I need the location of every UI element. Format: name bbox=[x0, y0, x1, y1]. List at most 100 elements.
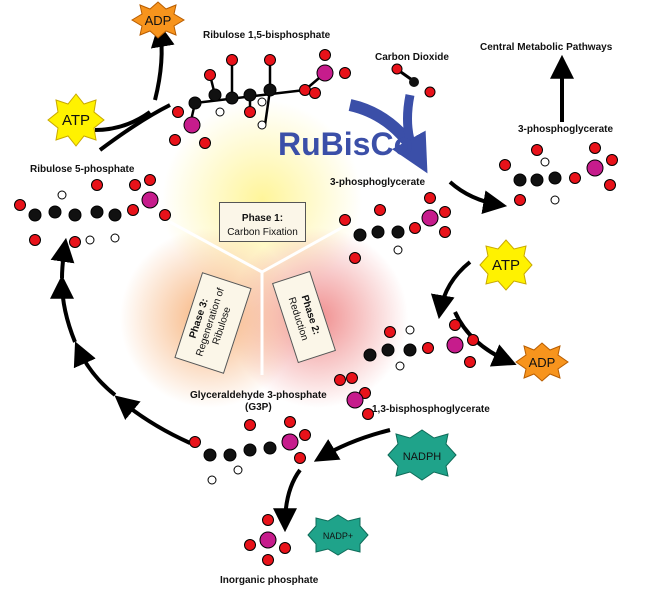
atom-O bbox=[339, 67, 351, 79]
atom-O bbox=[346, 372, 358, 384]
label-pga-right: 3-phosphoglycerate bbox=[518, 124, 613, 135]
arrow-bpg-to-g3p bbox=[313, 428, 391, 462]
arrow-g3p-up-3 bbox=[50, 274, 77, 343]
atom-C bbox=[263, 441, 277, 455]
atom-O bbox=[294, 452, 306, 464]
atom-O bbox=[244, 539, 256, 551]
atom-O bbox=[589, 142, 601, 154]
atom-O bbox=[262, 554, 274, 566]
label-ru5p: Ribulose 5-phosphate bbox=[30, 164, 135, 175]
co2-arrow bbox=[403, 94, 415, 142]
phase-divider bbox=[261, 220, 353, 274]
atom-H bbox=[393, 245, 403, 255]
label-rubp: Ribulose 1,5-bisphosphate bbox=[203, 30, 331, 41]
atom-C bbox=[108, 208, 122, 222]
atom-O bbox=[384, 326, 396, 338]
atom-C bbox=[403, 343, 417, 357]
atom-O bbox=[439, 226, 451, 238]
atom-O bbox=[499, 159, 511, 171]
rubisco-arrow bbox=[348, 99, 428, 174]
atom-O bbox=[409, 222, 421, 234]
label-bpg: 1,3-bisphosphoglycerate bbox=[372, 404, 490, 415]
atom-O bbox=[14, 199, 26, 211]
atom-O bbox=[422, 342, 434, 354]
atom-O bbox=[189, 436, 201, 448]
phase1-text: Carbon Fixation bbox=[227, 227, 298, 238]
atom-P bbox=[421, 209, 439, 227]
phase-divider bbox=[169, 220, 263, 274]
atom-C bbox=[371, 225, 385, 239]
atom-C bbox=[391, 225, 405, 239]
atom-O bbox=[279, 542, 291, 554]
atom-O bbox=[226, 54, 238, 66]
atoms bbox=[14, 49, 618, 566]
atom-C bbox=[188, 96, 202, 110]
atom-C bbox=[548, 171, 562, 185]
atom-H bbox=[85, 235, 95, 245]
arrow-atp-top-in bbox=[94, 110, 152, 132]
atom-O bbox=[467, 334, 479, 346]
atom-H bbox=[110, 233, 120, 243]
atom-H bbox=[540, 157, 550, 167]
atom-O bbox=[374, 204, 386, 216]
atom-O bbox=[159, 209, 171, 221]
atom-O bbox=[531, 144, 543, 156]
atp-top-text: ATP bbox=[62, 112, 90, 129]
atom-C bbox=[223, 448, 237, 462]
atom-P bbox=[316, 64, 334, 82]
atom-O bbox=[514, 194, 526, 206]
atom-C bbox=[243, 88, 257, 102]
cycle-arrows bbox=[50, 22, 574, 533]
atom-P bbox=[446, 336, 464, 354]
atom-O bbox=[299, 84, 311, 96]
atom-O bbox=[69, 236, 81, 248]
arrow-g3p-up-1 bbox=[114, 395, 191, 445]
adp-right-badge: ADP bbox=[515, 342, 569, 382]
atom-O bbox=[464, 356, 476, 368]
atom-O bbox=[127, 204, 139, 216]
atom-O bbox=[339, 214, 351, 226]
atom-O bbox=[309, 87, 321, 99]
atom-P bbox=[281, 433, 299, 451]
atom-O bbox=[244, 419, 256, 431]
phase1-box: Phase 1: Carbon Fixation bbox=[219, 202, 306, 242]
atom-C bbox=[381, 343, 395, 357]
atom-O bbox=[284, 416, 296, 428]
phase1-title: Phase 1: bbox=[241, 213, 284, 224]
atom-O bbox=[606, 154, 618, 166]
atom-H bbox=[550, 195, 560, 205]
atom-C bbox=[68, 208, 82, 222]
label-co2: Carbon Dioxide bbox=[375, 52, 449, 63]
atom-H bbox=[257, 120, 267, 130]
atom-H bbox=[405, 325, 415, 335]
atom-C bbox=[353, 228, 367, 242]
atom-P bbox=[259, 531, 277, 549]
atom-O bbox=[172, 106, 184, 118]
atom-O bbox=[319, 49, 331, 61]
atom-O bbox=[362, 408, 374, 420]
arrow-g3p-up-2 bbox=[73, 341, 117, 397]
nadph-text: NADPH bbox=[403, 451, 442, 463]
atom-O bbox=[569, 172, 581, 184]
atom-H bbox=[207, 475, 217, 485]
atom-C bbox=[530, 173, 544, 187]
atom-O bbox=[129, 179, 141, 191]
label-g3p-line2: (G3P) bbox=[245, 402, 272, 413]
adp-right-text: ADP bbox=[529, 355, 556, 370]
atom-P bbox=[183, 116, 201, 134]
label-g3p-line1: Glyceraldehyde 3-phosphate bbox=[190, 390, 327, 401]
nadp-badge: NADP+ bbox=[307, 514, 369, 556]
atom-O bbox=[334, 374, 346, 386]
atom-O bbox=[299, 429, 311, 441]
atp-right-badge: ATP bbox=[479, 239, 533, 291]
atom-O bbox=[144, 174, 156, 186]
arrow-to-bpg bbox=[430, 260, 472, 320]
arrow-to-pi bbox=[273, 468, 302, 533]
rubisco-label: RuBisCo bbox=[278, 126, 413, 162]
atom-O bbox=[244, 106, 256, 118]
atom-H bbox=[395, 361, 405, 371]
atom-O bbox=[264, 54, 276, 66]
atp-top-badge: ATP bbox=[47, 93, 105, 147]
atom-O bbox=[204, 69, 216, 81]
